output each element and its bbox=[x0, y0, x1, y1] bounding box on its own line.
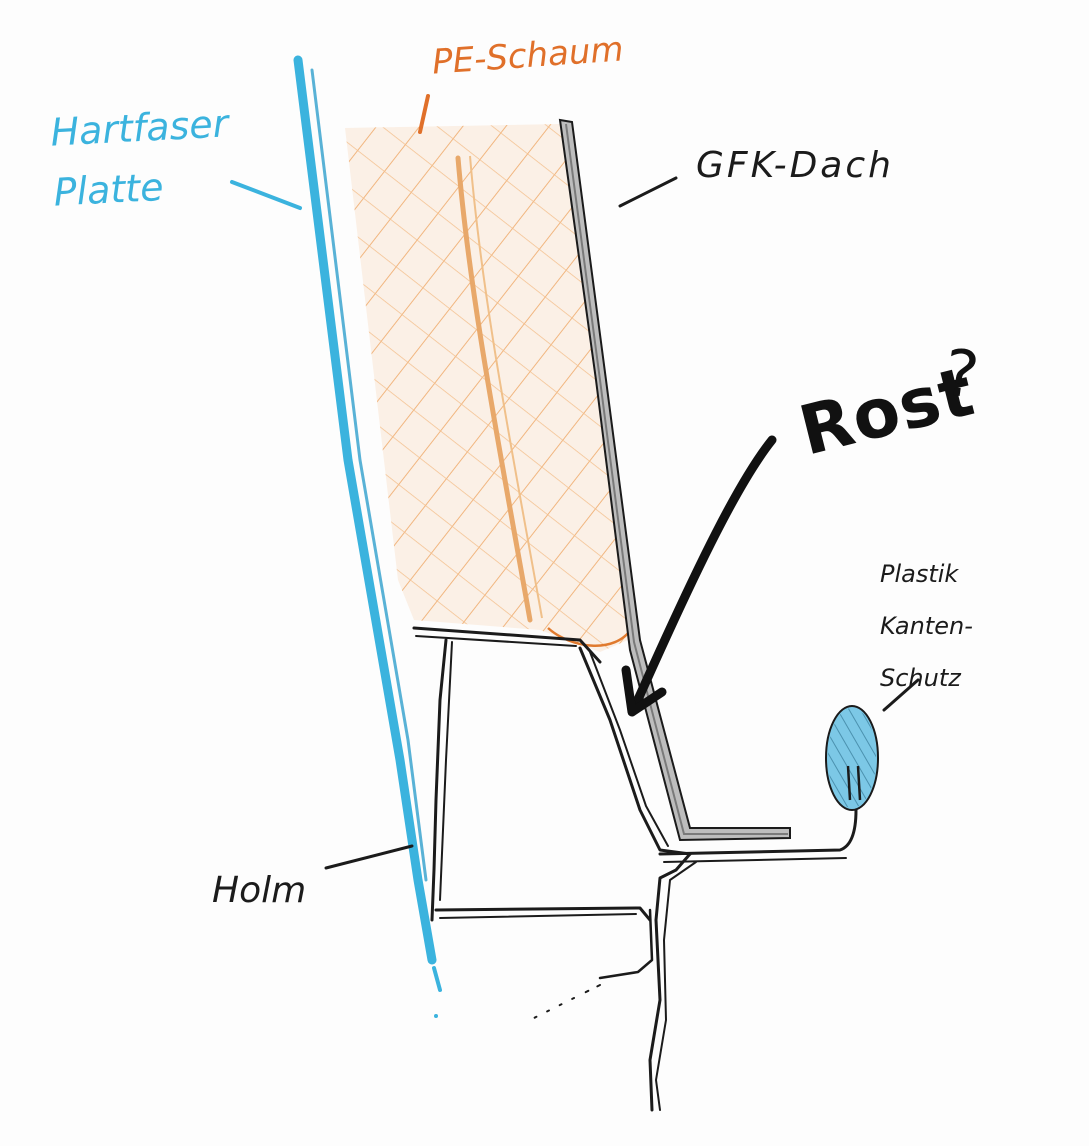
pe-foam-block bbox=[345, 124, 634, 652]
label-gfk-dach: GFK-Dach bbox=[696, 145, 894, 186]
label-hartfaser-platte: Hartfaser Platte bbox=[49, 101, 230, 215]
plastic-edge-guard bbox=[825, 705, 879, 811]
label-holm: Holm bbox=[212, 870, 307, 911]
gfk-roof-shell bbox=[558, 118, 791, 842]
leader-lines bbox=[230, 94, 920, 870]
hardboard-panel bbox=[293, 55, 442, 1018]
label-plastik-kantenschutz: Plastik Kanten- Schutz bbox=[880, 560, 973, 692]
rust-arrow bbox=[621, 435, 777, 717]
